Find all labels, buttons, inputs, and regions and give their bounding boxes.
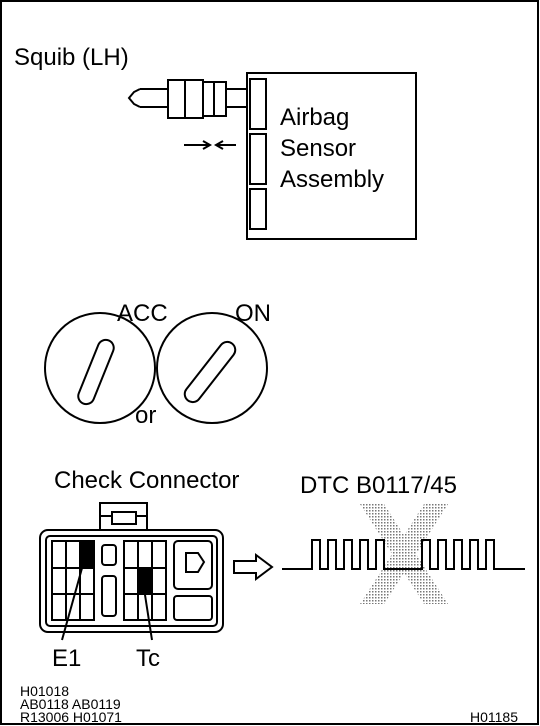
check-connector — [39, 502, 224, 633]
airbag-sensor-box — [246, 72, 417, 240]
footer-code-line3: R13006 H01071 — [20, 709, 122, 725]
footer-code-line2: AB0118 AB0119 — [20, 696, 121, 712]
terminal-tc-highlight — [138, 568, 152, 594]
sensor-label-line1: Airbag — [280, 104, 350, 131]
terminal-e1-highlight — [80, 541, 94, 568]
ignition-or-label: or — [135, 402, 157, 429]
dtc-title: DTC B0117/45 — [300, 472, 457, 499]
terminal-e1-label: E1 — [52, 645, 82, 672]
check-connector-title: Check Connector — [54, 467, 240, 494]
e1-leader-line — [61, 560, 85, 641]
footer-code-line1: H01018 — [20, 683, 70, 699]
hollow-arrow — [233, 553, 274, 581]
ignition-switch-on — [156, 312, 268, 424]
ignition-acc-label: ACC — [117, 300, 168, 327]
tc-leader-line — [142, 581, 153, 641]
squib-connector — [127, 79, 262, 150]
figure-id: H01185 — [470, 709, 519, 725]
ignition-switch-acc — [44, 312, 156, 424]
sensor-label-line2: Sensor — [280, 135, 357, 162]
dtc-waveform — [282, 539, 525, 570]
dtc-cross-overlay — [360, 504, 448, 604]
squib-label: Squib (LH) — [14, 44, 129, 71]
terminal-tc-label: Tc — [136, 645, 160, 672]
ignition-on-label: ON — [235, 300, 271, 327]
sensor-label-line3: Assembly — [280, 166, 385, 193]
